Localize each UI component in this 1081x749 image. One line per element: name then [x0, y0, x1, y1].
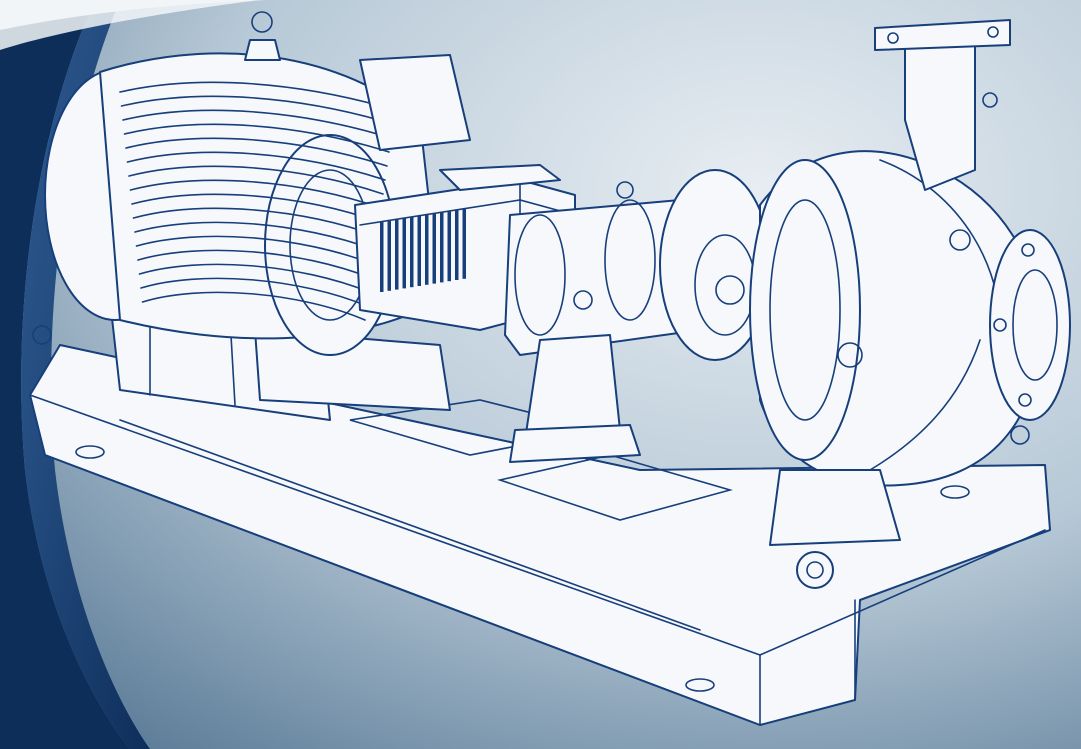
cooling-fin: [119, 81, 396, 111]
guard-vents: [380, 208, 466, 292]
cooling-fin: [134, 221, 376, 251]
cooling-fin: [123, 123, 390, 153]
cooling-fin: [131, 193, 380, 223]
cooling-fin: [120, 95, 394, 125]
vent-slot: [447, 211, 451, 282]
cooling-fin: [141, 291, 366, 321]
vent-slot: [402, 218, 406, 289]
cooling-fin: [132, 207, 378, 237]
cooling-fin: [135, 235, 374, 265]
cooling-fin: [122, 109, 392, 139]
cooling-fins: [119, 81, 396, 321]
vent-slot: [440, 212, 444, 283]
vent-slot: [395, 219, 399, 290]
cooling-fin: [126, 151, 386, 181]
cooling-fin: [128, 165, 384, 195]
adapter-ring: [659, 169, 771, 361]
cooling-fin: [140, 277, 368, 307]
lifting-lug: [1010, 425, 1030, 445]
suction-flange: [989, 229, 1071, 421]
vent-slot: [455, 210, 459, 280]
cooling-fin: [129, 179, 382, 209]
vent-slot: [410, 217, 414, 288]
vent-slot: [432, 213, 436, 284]
casing-foot: [769, 469, 901, 589]
vent-slot: [425, 214, 429, 285]
vent-slot: [387, 220, 391, 291]
cooling-fin: [125, 137, 388, 167]
discharge-nozzle: [874, 19, 1011, 191]
bearing-frame: [504, 181, 701, 463]
vent-slot: [380, 222, 384, 292]
pump-casing: [749, 150, 1041, 487]
vent-slot: [417, 216, 421, 286]
cooling-fin: [138, 263, 370, 293]
cooling-fin: [137, 249, 372, 279]
vent-slot: [462, 208, 466, 279]
lifting-lug: [32, 325, 52, 345]
